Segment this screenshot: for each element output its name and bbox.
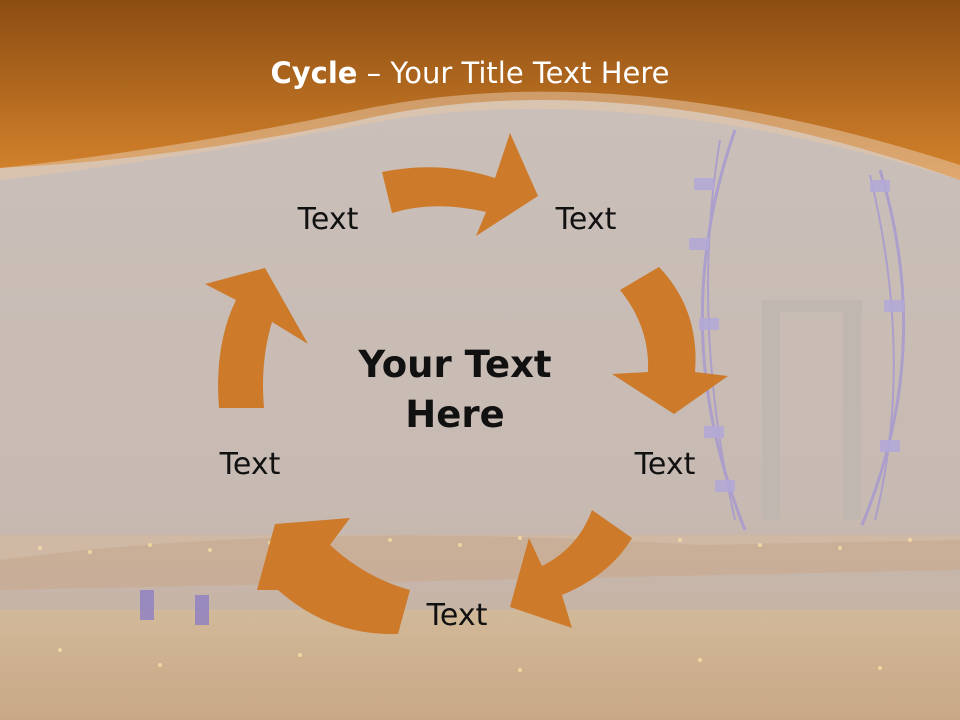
slide-title: Cycle – Your Title Text Here [0,56,940,90]
cycle-arrow-4 [257,518,410,635]
title-rest: – Your Title Text Here [357,56,670,90]
cycle-node-label-bottom: Text [426,598,488,633]
cycle-arrows [205,133,728,635]
cycle-node-label-top-right: Text [555,202,617,237]
cycle-arrow-5 [205,268,308,408]
cycle-arrow-2 [612,267,728,414]
cycle-node-label-top-left: Text [297,202,359,237]
cycle-arrow-1 [382,133,538,236]
title-bold: Cycle [270,56,358,90]
header-band [0,0,960,180]
cycle-node-label-right: Text [634,447,696,482]
cycle-node-label-left: Text [219,447,281,482]
center-text: Your Text Here [358,343,552,436]
cycle-arrow-3 [510,510,632,628]
